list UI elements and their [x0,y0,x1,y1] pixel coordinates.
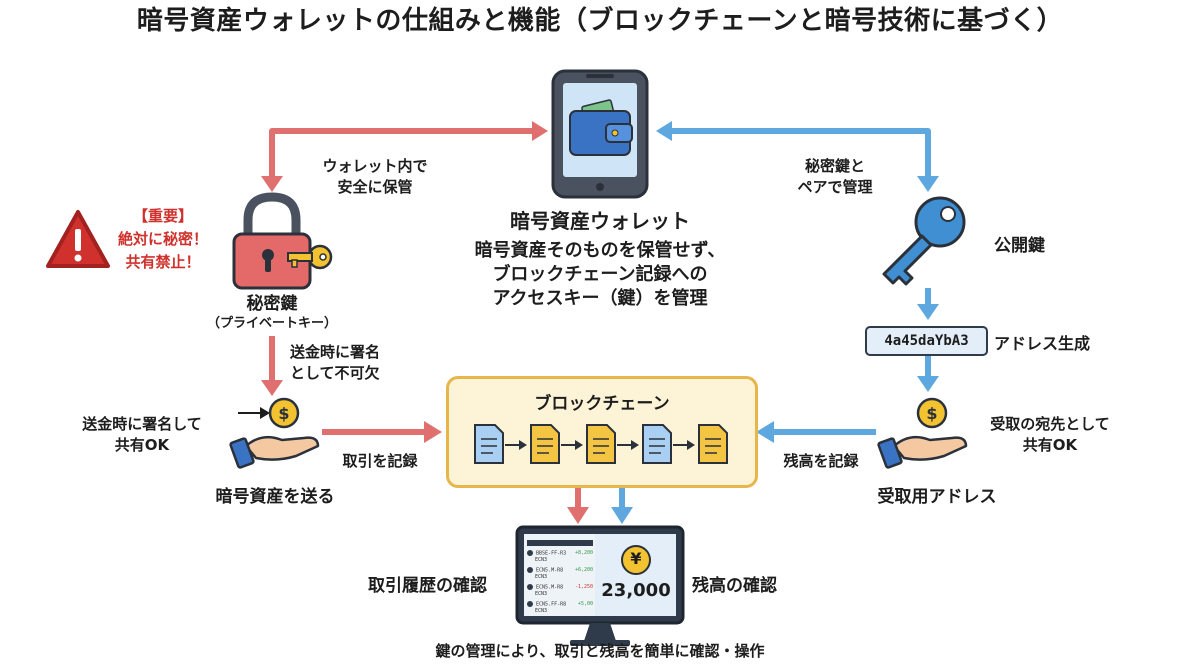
page-title: 暗号資産ウォレットの仕組みと機能（ブロックチェーンと暗号技術に基づく） [136,6,1064,36]
pair-note-line: ペアで管理 [797,178,873,196]
transaction-amount: +6,200 [574,567,593,573]
chain-arrow-icon [561,440,583,450]
sign-note-line: として不可欠 [290,364,380,382]
transaction-sub: ECN3 [535,590,548,597]
store-note-line: 安全に保管 [337,178,413,196]
wallet-description-line: 暗号資産そのものを保管せず、 [474,240,726,261]
blockchain-label: ブロックチェーン [534,394,670,414]
transaction-amount: -1,250 [574,584,593,590]
send-hand-coin-icon: $ [229,397,320,469]
block-doc-icon [530,424,560,464]
sign-note-line: 送金時に署名 [290,343,381,361]
record-balance-label: 残高を記録 [783,452,859,470]
transaction-row: ECN5.M-R8 +6,200 ECN3 [527,567,593,580]
send-share-line: 送金時に署名して [82,415,202,433]
transaction-amount: +8,200 [574,550,593,556]
store-note-line: ウォレット内で [322,157,428,175]
private-key-sublabel: （プライベートキー） [206,316,337,331]
send-label: 暗号資産を送る [215,487,335,507]
padlock-icon [232,192,312,290]
pair-note: 秘密鍵と ペアで管理 [760,156,910,198]
receive-hand-coin-icon: $ [877,397,968,469]
balance-value: 23,000 [601,580,671,601]
arrow-receive-to-chain [756,421,876,443]
warning-line: 共有禁止！ [125,253,201,271]
transaction-amount: +5,00 [577,601,593,607]
transaction-sub: ECN3 [535,573,548,580]
balance-label: 残高の確認 [692,576,777,596]
wallet-label: 暗号資産ウォレット [510,209,690,233]
transaction-id: ECN5.M-R8 [536,584,564,591]
public-key-label: 公開鍵 [994,236,1045,256]
arrow-chain-to-monitor-blue [611,484,633,524]
arrow-key-to-address [917,288,939,320]
receive-label: 受取用アドレス [877,487,997,507]
warning-line: 絶対に秘密！ [117,230,208,248]
warning-text: 【重要】 絶対に秘密！ 共有禁止！ [108,205,218,274]
transaction-row: ECN5.M-R8 -1,250 ECN3 [527,584,593,597]
blockchain-blocks [474,424,728,464]
history-label: 取引履歴の確認 [368,576,487,596]
chain-arrow-icon [505,440,527,450]
svg-text:$: $ [278,404,289,423]
send-share-note: 送金時に署名して 共有OK [52,414,232,456]
monitor-icon [515,525,685,646]
footer-caption: 鍵の管理により、取引と残高を簡単に確認・操作 [435,642,765,660]
pair-note-line: 秘密鍵と [804,157,865,175]
arrow-into-coin [238,407,270,419]
arrow-chain-to-monitor-red [567,484,589,524]
smartphone-wallet-icon [551,69,649,199]
public-key-icon [882,196,966,286]
receive-share-line: 受取の宛先として [990,415,1110,433]
transaction-id: ECN5.FF-R8 [536,601,567,608]
warning-icon [46,210,110,268]
block-doc-icon [642,424,672,464]
receive-share-note: 受取の宛先として 共有OK [960,414,1140,456]
yen-icon: ¥ [630,549,642,568]
send-share-line: 共有OK [114,436,170,454]
sign-note: 送金時に署名 として不可欠 [290,342,380,384]
transaction-sub: ECN3 [535,556,548,563]
transaction-row: ECN5.FF-R8 +5,00 ECN3 [527,601,593,614]
receive-share-line: 共有OK [1022,436,1078,454]
wallet-description-line: アクセスキー（鍵）を管理 [492,288,708,309]
transaction-row: BBSE-FF-R3 +8,200 ECN3 [527,550,593,563]
block-doc-icon [474,424,504,464]
address-label: アドレス生成 [994,334,1091,353]
blockchain-box: ブロックチェーン [446,376,758,488]
chain-arrow-icon [617,440,639,450]
transaction-sub: ECN3 [535,607,548,614]
wallet-description: 暗号資産そのものを保管せず、 ブロックチェーン記録への アクセスキー（鍵）を管理 [430,239,770,311]
transaction-list: BBSE-FF-R3 +8,200 ECN3 ECN5.M-R8 +6,200 … [527,540,593,614]
arrow-send-to-chain [322,421,442,443]
transaction-id: ECN5.M-R8 [536,567,564,574]
warning-line: 【重要】 [132,207,193,225]
arrow-wallet-to-lock [261,121,548,192]
arrow-lock-to-send [261,336,283,396]
chain-arrow-icon [673,440,695,450]
block-doc-icon [698,424,728,464]
record-transaction-label: 取引を記録 [342,452,418,470]
svg-text:$: $ [926,404,937,423]
gold-key-icon [287,244,333,270]
wallet-description-line: ブロックチェーン記録への [492,264,708,285]
arrow-address-to-receive [917,356,939,392]
arrow-wallet-to-key [656,121,939,192]
transaction-id: BBSE-FF-R3 [536,550,567,557]
private-key-label: 秘密鍵 [246,294,298,314]
store-note: ウォレット内で 安全に保管 [300,156,450,198]
address-value: 4a45daYbA3 [865,326,988,356]
block-doc-icon [586,424,616,464]
